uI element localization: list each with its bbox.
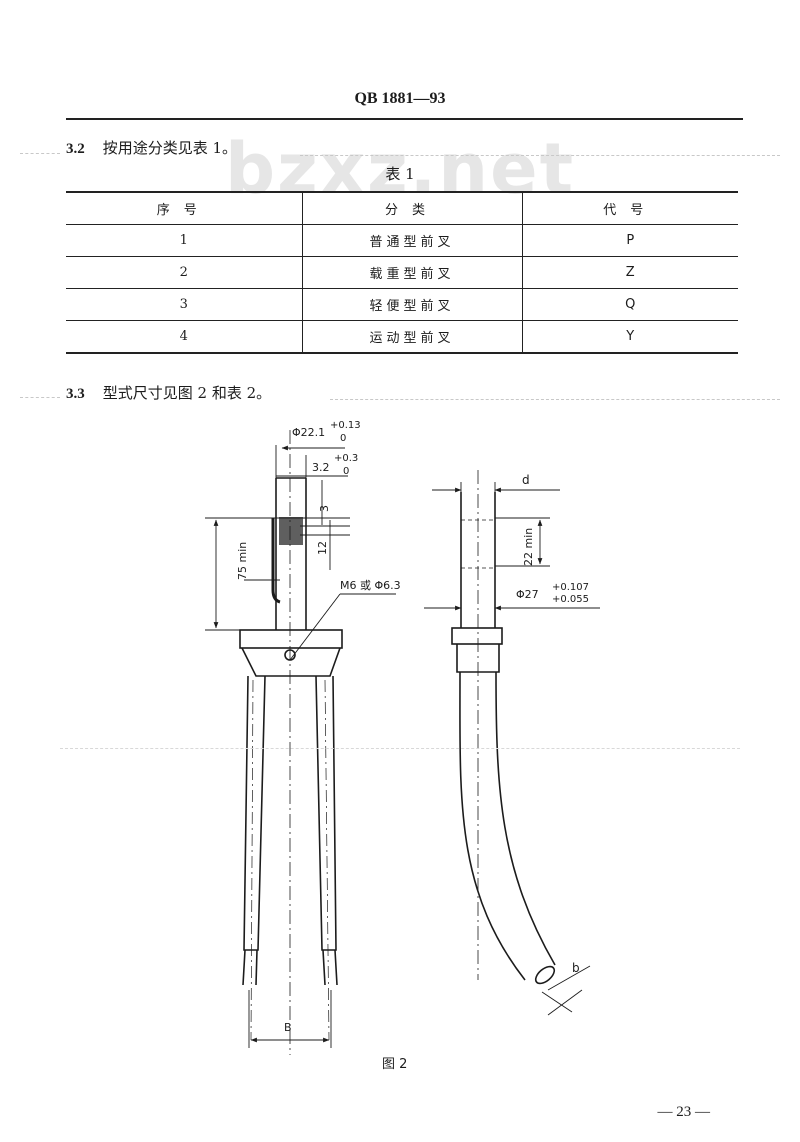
dropout	[534, 965, 556, 985]
tol-upper: +0.13	[330, 420, 361, 431]
dim-75-min: 75 min	[236, 542, 249, 580]
front-view	[205, 430, 396, 1055]
table-row: 1 普通型前叉 P	[66, 224, 738, 257]
front-view-labels: Φ22.1 +0.13 0 3.2 +0.3 0 3 12 75 min M6 …	[236, 420, 401, 1034]
dim-b: b	[572, 961, 580, 975]
table-cell: 载重型前叉	[301, 256, 522, 289]
fork-crown	[239, 629, 343, 677]
scan-dash	[300, 155, 780, 156]
table-cell: Y	[521, 320, 738, 354]
table-row: 4 运动型前叉 Y	[66, 320, 738, 354]
standard-code-header: QB 1881—93	[354, 90, 446, 107]
side-crown	[451, 627, 503, 645]
scan-dash	[330, 399, 780, 400]
table-cell: 1	[66, 224, 302, 257]
section-3-2: 3.2 按用途分类见表 1。	[66, 137, 237, 158]
column-header: 分类	[301, 191, 522, 225]
table-row: 2 载重型前叉 Z	[66, 256, 738, 289]
side-dimension-lines	[424, 482, 600, 1016]
front-fork-drawing: Φ22.1 +0.13 0 3.2 +0.3 0 3 12 75 min M6 …	[205, 420, 600, 1072]
tol-lower: +0.055	[552, 594, 589, 605]
dim-3-2: 3.2	[312, 461, 330, 474]
scan-dash	[60, 748, 740, 749]
table-cell: 2	[66, 256, 302, 289]
tol-lower: 0	[340, 433, 346, 444]
table-cell: 运动型前叉	[301, 320, 522, 354]
table-cell: 4	[66, 320, 302, 354]
tol-upper: +0.3	[334, 453, 358, 464]
figure-caption: 图 2	[382, 1057, 407, 1072]
dim-12: 12	[316, 541, 329, 555]
tol-lower: 0	[343, 466, 349, 477]
tol-upper: +0.107	[552, 582, 589, 593]
column-header: 代号	[521, 191, 738, 225]
table-cell: 普通型前叉	[301, 224, 522, 257]
dim-22-min: 22 min	[522, 528, 535, 566]
header-rule	[66, 118, 743, 120]
dimension-lines	[205, 445, 396, 1048]
section-number: 3.2	[66, 141, 85, 157]
section-text: 按用途分类见表 1。	[102, 139, 238, 157]
table-caption: 表 1	[385, 165, 415, 183]
section-text: 型式尺寸见图 2 和表 2。	[102, 384, 272, 402]
table-cell: 轻便型前叉	[301, 288, 522, 321]
side-view	[424, 470, 600, 1016]
table-cell: Z	[521, 256, 738, 289]
scan-dash	[20, 153, 60, 154]
scan-dash	[20, 397, 60, 398]
dim-B: B	[284, 1021, 292, 1034]
thread-label: M6 或 Φ6.3	[340, 579, 401, 592]
page-number: — 23 —	[657, 1104, 711, 1120]
table-cell: 3	[66, 288, 302, 321]
side-blade	[459, 671, 556, 981]
side-view-labels: d 22 min Φ27 +0.107 +0.055 b	[516, 473, 589, 975]
column-header: 序号	[66, 191, 302, 225]
section-number: 3.3	[66, 386, 85, 402]
table-header-row: 序号 分类 代号	[66, 191, 738, 225]
section-3-3: 3.3 型式尺寸见图 2 和表 2。	[66, 382, 271, 403]
dim-3: 3	[318, 505, 331, 512]
table-cell: P	[521, 224, 738, 257]
dim-phi27: Φ27	[516, 588, 539, 601]
dim-d: d	[522, 473, 530, 487]
table-row: 3 轻便型前叉 Q	[66, 288, 738, 321]
classification-table: 序号 分类 代号 1 普通型前叉 P 2 载重型前叉 Z 3 轻便型前叉 Q 4…	[66, 191, 738, 354]
table-cell: Q	[521, 288, 738, 321]
dim-phi22-1: Φ22.1	[292, 426, 325, 439]
steerer-tube	[271, 477, 307, 630]
fork-blades	[242, 675, 338, 986]
